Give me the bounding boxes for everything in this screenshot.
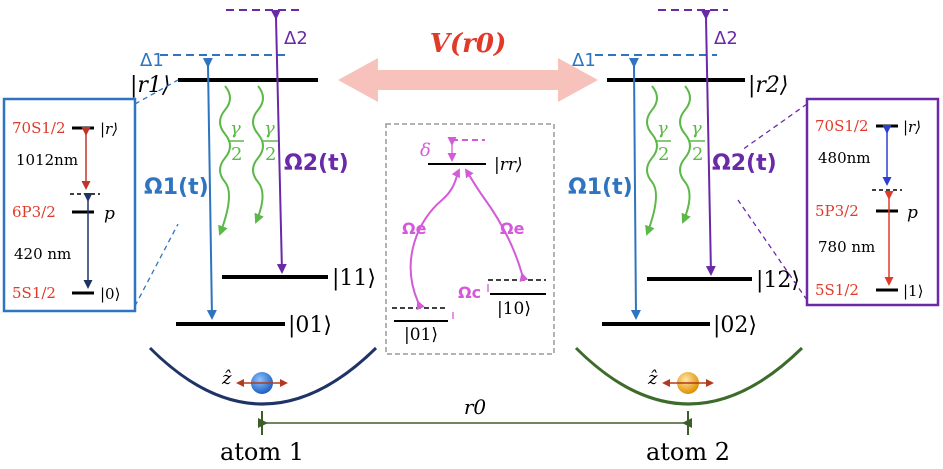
atom2-omega1: Ω1(t) — [568, 175, 633, 200]
atom2-ket-0: |02⟩ — [713, 313, 757, 338]
separation-label: r0 — [464, 395, 487, 419]
middle-omega-e-right: Ωe — [500, 219, 525, 238]
middle-omega-c: Ωc — [458, 283, 481, 302]
atom2-inset-ket-top: |r⟩ — [903, 118, 921, 136]
atom1-inset-level-bottom: 5S1/2 — [12, 284, 56, 302]
atom1-omega2: Ω2(t) — [284, 151, 349, 176]
atom1-inset-wavelength-bottom: 420 nm — [14, 245, 71, 263]
atom2-ket-r: |r2⟩ — [748, 73, 789, 98]
atom2-inset-level-bottom: 5S1/2 — [815, 281, 859, 299]
atom2-two-a: 2 — [658, 144, 669, 165]
atom2-inset-level-top: 70S1/2 — [815, 117, 869, 135]
atom1-gamma-b: γ — [264, 118, 275, 139]
atom2-inset — [737, 97, 940, 307]
atom1-inset-ket-top: |r⟩ — [100, 120, 118, 138]
atom1-two-a: 2 — [231, 144, 242, 165]
atom1-inset-wavelength-top: 1012nm — [16, 151, 78, 169]
atom2-inset-ket-mid: p — [907, 203, 918, 223]
middle-omega-e-left: Ωe — [402, 219, 427, 238]
interaction-label: V(r0) — [430, 29, 507, 59]
atom2-ket-1: |12⟩ — [756, 268, 800, 293]
atom2-inset-ket-bottom: |1⟩ — [903, 282, 923, 300]
atom1-two-b: 2 — [265, 144, 276, 165]
atom2-inset-level-mid: 5P3/2 — [815, 202, 859, 220]
atom1-inset-ket-bottom: |0⟩ — [100, 285, 120, 303]
atom2-level-scheme — [595, 9, 752, 326]
atom1-level-scheme — [160, 9, 328, 326]
atom1-inset-level-mid: 6P3/2 — [12, 203, 56, 221]
atom2-two-b: 2 — [692, 144, 703, 165]
middle-delta: δ — [420, 140, 431, 161]
atom1-inset-ket-mid: p — [104, 204, 115, 224]
atom1-inset-level-top: 70S1/2 — [12, 119, 66, 137]
atom2-omega2: Ω2(t) — [712, 151, 777, 176]
atom2-delta2: Δ2 — [714, 28, 738, 49]
atom1-gamma-a: γ — [230, 118, 241, 139]
atom1-ket-1: |11⟩ — [332, 266, 376, 291]
middle-ket-01: |01⟩ — [404, 325, 438, 345]
atom2-axis-label: ẑ — [647, 368, 658, 389]
atom1-axis-label: ẑ — [221, 368, 232, 389]
middle-ket-rr: |rr⟩ — [494, 155, 523, 175]
atom1-omega1: Ω1(t) — [144, 175, 209, 200]
atom2-trap — [574, 346, 804, 406]
two-atom-inset — [385, 123, 555, 355]
atom1-label: atom 1 — [220, 438, 304, 466]
atom1-delta1: Δ1 — [140, 50, 164, 71]
atom1-delta2: Δ2 — [284, 28, 308, 49]
atom2-gamma-a: γ — [657, 118, 668, 139]
separation-marker — [258, 411, 692, 435]
atom2-inset-wavelength-bottom: 780 nm — [818, 238, 875, 256]
atom1-inset — [2, 79, 179, 313]
atom2-label: atom 2 — [646, 438, 730, 466]
atom2-delta1: Δ1 — [572, 50, 596, 71]
atom1-ket-r: |r1⟩ — [130, 73, 171, 98]
atom2-gamma-b: γ — [691, 118, 702, 139]
atom1-trap — [148, 346, 378, 406]
middle-ket-10: |10⟩ — [497, 299, 531, 319]
atom2-inset-wavelength-top: 480nm — [818, 149, 871, 167]
atom1-ket-0: |01⟩ — [288, 313, 332, 338]
interaction-arrow — [338, 58, 598, 102]
